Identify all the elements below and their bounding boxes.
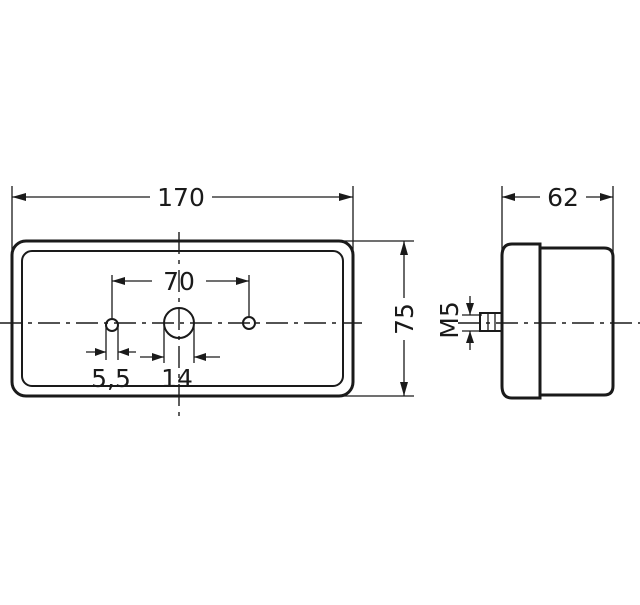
left-mounting-hole — [105, 318, 119, 332]
dimension-height: 75 — [340, 240, 419, 397]
dimension-label-small-hole: 5,5 — [91, 364, 131, 393]
dimension-label-overall-width: 170 — [157, 183, 205, 212]
dimension-thread: M5 — [435, 296, 482, 350]
dimension-label-hole-spacing: 70 — [163, 267, 195, 296]
dimension-small-hole: 5,5 — [86, 325, 136, 393]
dimension-depth: 62 — [501, 183, 614, 252]
dimension-hole-spacing: 70 — [111, 267, 250, 318]
right-mounting-hole — [242, 316, 256, 330]
lens-outline — [21, 250, 344, 387]
dimension-center-hole: 14 — [140, 326, 220, 393]
side-body — [538, 246, 615, 397]
dimension-overall-width: 170 — [11, 183, 354, 250]
front-view: 170 70 5,5 — [0, 183, 419, 420]
dimension-label-height: 75 — [390, 303, 419, 335]
side-lens-flange — [500, 242, 542, 400]
dimension-label-depth: 62 — [547, 183, 579, 212]
center-hole — [163, 307, 195, 339]
mounting-stud — [479, 312, 503, 332]
side-view: 62 M5 — [435, 183, 640, 400]
dimension-label-thread: M5 — [435, 301, 464, 338]
housing-outline — [10, 239, 355, 398]
dimension-label-center-hole: 14 — [161, 364, 193, 393]
